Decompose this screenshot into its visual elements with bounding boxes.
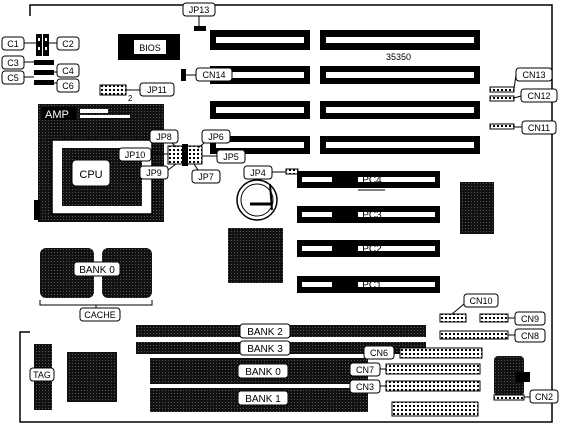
board-model-label: 35350 bbox=[386, 52, 411, 62]
c5-connector: C5 bbox=[1, 70, 34, 85]
pci-slot-pc4: PC4 bbox=[297, 171, 440, 188]
jp11-jumper: 2 JP11 bbox=[99, 82, 175, 103]
chipset-chip-1 bbox=[228, 228, 283, 283]
battery bbox=[236, 179, 278, 221]
jp9-jumper: JP9 bbox=[139, 163, 177, 180]
cn11-connector: CN11 bbox=[489, 120, 557, 135]
tag-chip: TAG bbox=[29, 344, 55, 410]
c1-label: C1 bbox=[7, 39, 19, 49]
jp10-label: JP10 bbox=[125, 150, 146, 160]
cpu-label: CPU bbox=[79, 169, 102, 181]
c4-connector: C4 bbox=[54, 63, 80, 78]
bank1-label: BANK 1 bbox=[245, 394, 281, 405]
jp4-label: JP4 bbox=[250, 168, 266, 178]
isa-slot-4 bbox=[320, 66, 480, 84]
c6-connector: C6 bbox=[54, 78, 80, 93]
c3-label: C3 bbox=[7, 58, 19, 68]
jp11-pin-label: 2 bbox=[128, 94, 133, 103]
pc4-label: PC4 bbox=[362, 175, 382, 186]
isa-slot-2 bbox=[320, 30, 480, 50]
jp4-jumper: JP4 bbox=[243, 165, 299, 180]
jp6-label: JP6 bbox=[208, 132, 224, 142]
jp10-jumper: JP10 bbox=[118, 147, 168, 162]
cache-label: CACHE bbox=[84, 310, 116, 320]
tag-label: TAG bbox=[33, 370, 51, 380]
cn6-connector: CN6 bbox=[363, 345, 483, 360]
jp7-jumper: JP7 bbox=[191, 163, 221, 184]
isa-slot-1 bbox=[210, 30, 310, 50]
isa-slot-5 bbox=[210, 101, 310, 119]
chipset-chip-2 bbox=[460, 182, 494, 234]
c6-label: C6 bbox=[62, 81, 74, 91]
c3-connector: C3 bbox=[1, 55, 34, 70]
bios-label: BIOS bbox=[139, 43, 161, 53]
cache-bank0-label: BANK 0 bbox=[79, 265, 115, 276]
c2-connector: C2 bbox=[49, 36, 80, 51]
jp13-label: JP13 bbox=[189, 5, 210, 15]
cn2-connector: CN2 bbox=[493, 389, 559, 404]
pc3-label: PC3 bbox=[362, 210, 382, 221]
simm-bank-3: BANK 3 bbox=[136, 340, 426, 356]
bank2-label: BANK 2 bbox=[247, 327, 283, 338]
c2-label: C2 bbox=[62, 39, 74, 49]
isa-slot-3 bbox=[210, 66, 310, 84]
cn10-connector: CN10 bbox=[439, 293, 499, 323]
c-jumper-block bbox=[34, 34, 54, 85]
pci-slot-pc2: PC2 bbox=[297, 240, 440, 257]
cn8-connector: CN8 bbox=[439, 328, 546, 343]
simm-bank-1: BANK 1 bbox=[150, 388, 368, 412]
chipset-chip-3 bbox=[67, 352, 117, 402]
jp13-jumper: JP13 bbox=[182, 2, 216, 31]
cn3-connector: CN3 bbox=[349, 379, 481, 394]
pci-slot-pc1: PC1 bbox=[297, 276, 440, 293]
isa-slot-6 bbox=[320, 101, 480, 119]
cpu-socket: AMP CPU bbox=[34, 104, 164, 222]
cn3-label: CN3 bbox=[356, 382, 374, 392]
simm-bank-0: BANK 0 bbox=[150, 358, 368, 384]
bank0-label: BANK 0 bbox=[245, 367, 281, 378]
jp7-label: JP7 bbox=[198, 172, 214, 182]
cn12-label: CN12 bbox=[527, 91, 550, 101]
cn13-label: CN13 bbox=[522, 70, 545, 80]
pc1-label: PC1 bbox=[362, 280, 382, 291]
cn10-label: CN10 bbox=[469, 296, 492, 306]
c1-connector: C1 bbox=[1, 36, 36, 51]
amp-label: AMP bbox=[45, 109, 69, 121]
jp5-jumper: JP5 bbox=[202, 149, 246, 164]
bottom-header bbox=[391, 401, 479, 417]
jumper-cluster bbox=[167, 144, 203, 166]
cn7-connector: CN7 bbox=[349, 362, 481, 377]
cn12-connector: CN12 bbox=[489, 88, 558, 103]
simm-bank-2: BANK 2 bbox=[136, 323, 426, 339]
cn2-label: CN2 bbox=[535, 392, 553, 402]
cn6-label: CN6 bbox=[370, 348, 388, 358]
bios-chip: BIOS bbox=[118, 34, 180, 60]
cn8-label: CN8 bbox=[521, 331, 539, 341]
jp9-label: JP9 bbox=[146, 168, 162, 178]
keyboard-connector bbox=[494, 356, 530, 396]
jp8-label: JP8 bbox=[156, 132, 172, 142]
c5-label: C5 bbox=[7, 73, 19, 83]
cache-chips: BANK 0 CACHE bbox=[39, 248, 153, 322]
cn11-label: CN11 bbox=[528, 123, 550, 133]
bank3-label: BANK 3 bbox=[247, 344, 283, 355]
jp6-jumper: JP6 bbox=[197, 129, 231, 149]
cn14-connector: CN14 bbox=[181, 67, 233, 82]
cn9-connector: CN9 bbox=[479, 311, 546, 326]
cn14-label: CN14 bbox=[202, 70, 225, 80]
cn13-connector: CN13 bbox=[489, 67, 553, 93]
jp8-jumper: JP8 bbox=[149, 129, 179, 148]
jp5-label: JP5 bbox=[223, 152, 239, 162]
pci-slot-pc3: PC3 bbox=[297, 206, 440, 223]
cn7-label: CN7 bbox=[356, 365, 374, 375]
pc2-label: PC2 bbox=[362, 244, 382, 255]
cn9-label: CN9 bbox=[521, 314, 539, 324]
isa-slot-8 bbox=[320, 136, 480, 154]
jp11-label: JP11 bbox=[147, 85, 167, 95]
c4-label: C4 bbox=[62, 66, 74, 76]
board-outline bbox=[19, 4, 553, 423]
